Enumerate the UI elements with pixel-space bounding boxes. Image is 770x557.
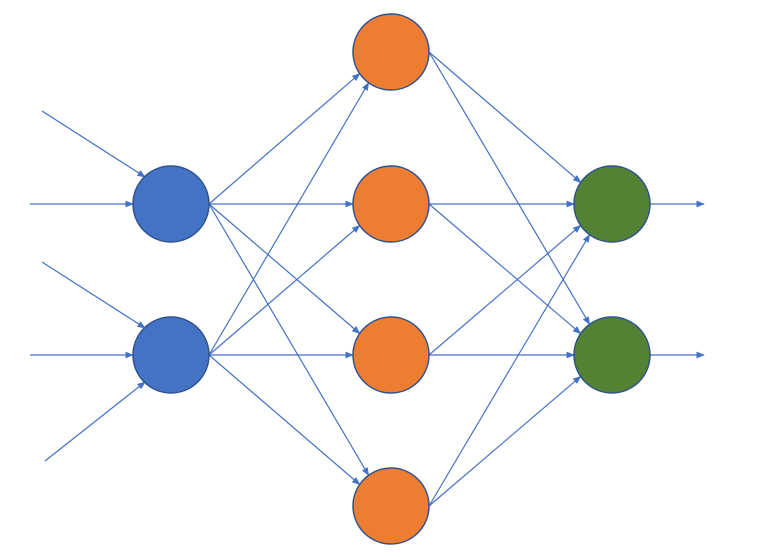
hidden-node-3 [352,316,430,394]
edge-input1-hidden1 [208,73,361,205]
hidden-node-2 [352,165,430,243]
edge-hidden4-output2 [428,375,582,507]
edge-input1-hidden3 [208,203,361,335]
edge-hidden1-output2 [428,51,591,326]
edge-input2-hidden2 [208,224,361,356]
edge-hidden2-output2 [428,203,582,335]
input-node-1 [132,165,210,243]
hidden-node-1 [352,13,430,91]
edge-input2-hidden4 [208,354,361,486]
output-node-1 [573,165,651,243]
edge-input1-hidden4 [208,203,370,477]
edges [30,51,705,507]
input-arrow [44,381,146,462]
edge-input2-hidden1 [208,82,370,356]
output-node-2 [573,316,651,394]
input-node-2 [132,316,210,394]
edge-hidden4-output1 [428,233,591,507]
nodes [132,13,651,545]
edge-hidden3-output1 [428,224,582,356]
input-arrow [41,110,146,178]
hidden-node-4 [352,467,430,545]
input-arrow [41,261,146,329]
edge-hidden1-output1 [428,51,582,184]
